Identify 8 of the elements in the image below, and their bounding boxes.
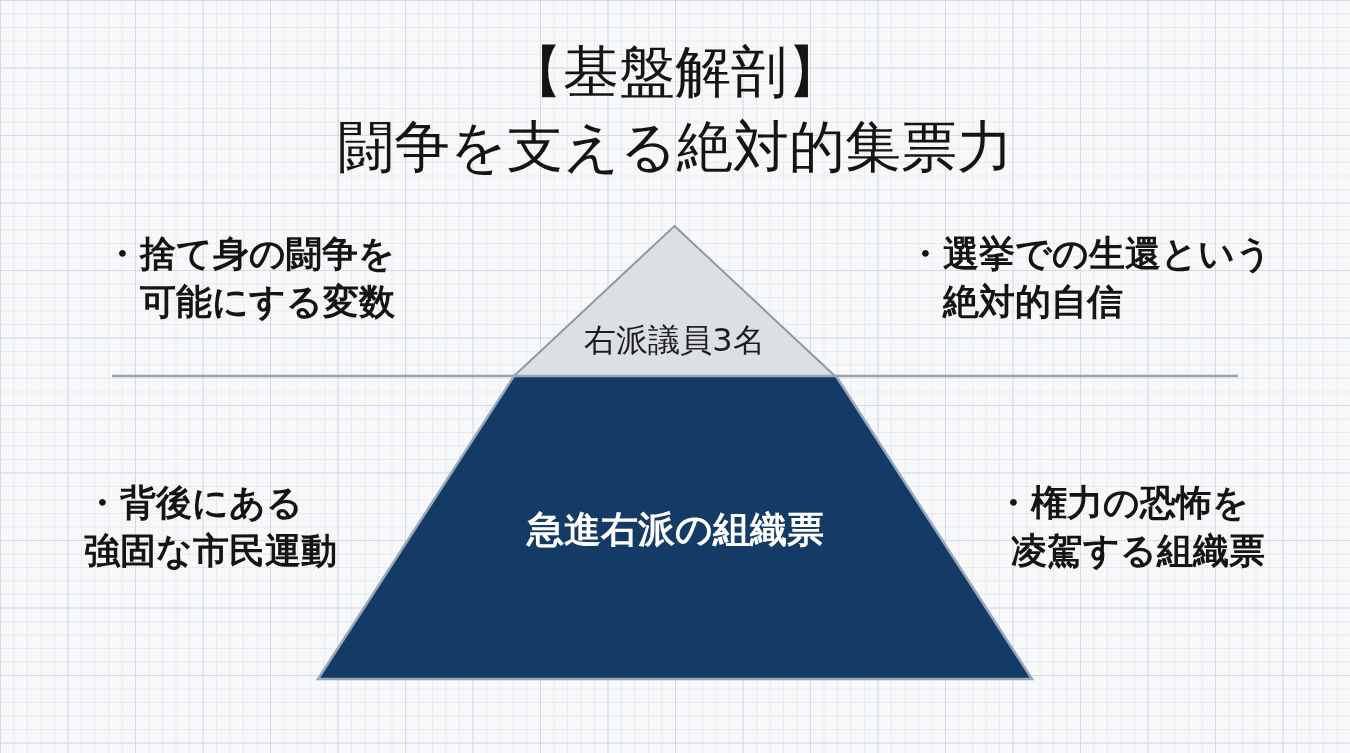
- bullet-text: ・権力の恐怖を凌駕する組織票: [1011, 481, 1266, 573]
- tier-label: 右派議員3名: [584, 320, 765, 361]
- bullet-text: ・背後にある強固な市民運動: [84, 481, 338, 573]
- bullet-text: ・捨て身の闘争を可能にする変数: [104, 232, 396, 324]
- pyramid-top-tier: [513, 225, 836, 376]
- tier-label: 急進右派の組織票: [526, 507, 824, 553]
- title: 【基盤解剖】闘争を支える絶対的集票力: [336, 38, 1014, 181]
- bullet-text: ・選挙での生還という絶対的自信: [907, 232, 1273, 324]
